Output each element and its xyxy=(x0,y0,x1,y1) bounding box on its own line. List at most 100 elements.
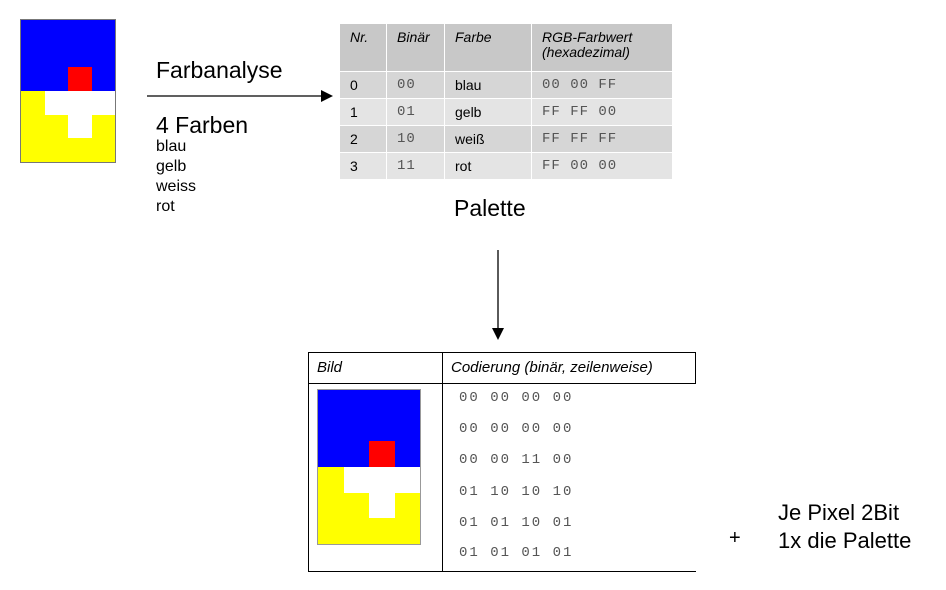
pixel-white xyxy=(91,90,115,115)
palette-caption: Palette xyxy=(454,195,526,221)
color-list: blau gelb weiss rot xyxy=(156,137,196,217)
table-left-border xyxy=(308,352,309,572)
palette-hex: FF FF FF xyxy=(531,125,673,153)
pixel-yellow xyxy=(21,114,45,139)
palette-binary: 01 xyxy=(386,98,445,126)
pixel-yellow xyxy=(343,492,369,519)
palette-nr: 1 xyxy=(339,98,387,126)
summary-line-1: Je Pixel 2Bit xyxy=(778,500,900,525)
encoded-pixel-image xyxy=(317,389,421,545)
pixel-blue xyxy=(21,20,45,44)
pixel-blue xyxy=(369,415,395,442)
pixel-blue xyxy=(44,43,68,68)
code-row: 00 00 11 00 xyxy=(459,452,574,468)
palette-nr: 3 xyxy=(339,152,387,180)
palette-color-name: blau xyxy=(444,71,532,99)
pixel-yellow xyxy=(91,138,115,162)
palette-header-binary: Binär xyxy=(386,23,445,72)
pixel-blue xyxy=(318,441,344,467)
arrow-right xyxy=(147,90,333,102)
pixel-yellow xyxy=(318,518,344,544)
table-top-border xyxy=(308,352,696,353)
palette-header-color: Farbe xyxy=(444,23,532,72)
color-list-item: blau xyxy=(156,138,187,155)
pixel-red xyxy=(369,441,395,467)
pixel-white xyxy=(44,90,68,115)
code-row: 00 00 00 00 xyxy=(459,421,574,437)
pixel-yellow xyxy=(44,114,68,139)
pixel-red xyxy=(68,67,92,91)
pixel-white xyxy=(394,466,420,493)
analysis-title: Farbanalyse xyxy=(156,57,283,83)
pixel-yellow xyxy=(21,90,45,115)
pixel-blue xyxy=(343,390,369,416)
palette-nr: 2 xyxy=(339,125,387,153)
palette-binary: 11 xyxy=(386,152,445,180)
table-column-divider xyxy=(442,352,443,572)
palette-header-nr: Nr. xyxy=(339,23,387,72)
header-image: Bild xyxy=(317,359,343,376)
plus-sign: + xyxy=(729,527,741,549)
pixel-yellow xyxy=(91,114,115,139)
pixel-blue xyxy=(343,415,369,442)
pixel-blue xyxy=(21,67,45,91)
color-list-item: weiss xyxy=(156,178,197,195)
pixel-yellow xyxy=(394,518,420,544)
pixel-blue xyxy=(44,20,68,44)
rgb-label: RGB-Farbwert xyxy=(542,29,633,45)
code-row: 01 01 01 01 xyxy=(459,545,574,561)
palette-color-name: gelb xyxy=(444,98,532,126)
source-pixel-image xyxy=(20,19,116,163)
code-row: 01 01 10 01 xyxy=(459,515,574,531)
table-right-border xyxy=(695,352,696,384)
pixel-blue xyxy=(318,390,344,416)
color-count: 4 Farben xyxy=(156,112,249,138)
summary-line-2: 1x die Palette xyxy=(778,528,912,553)
palette-row: 1 01 gelb FF FF 00 xyxy=(339,98,673,126)
pixel-white xyxy=(68,90,92,115)
pixel-yellow xyxy=(318,466,344,493)
pixel-blue xyxy=(21,43,45,68)
color-list-item: gelb xyxy=(156,158,187,175)
table-bottom-border xyxy=(308,571,696,572)
pixel-blue xyxy=(394,390,420,416)
code-row: 00 00 00 00 xyxy=(459,390,574,406)
pixel-blue xyxy=(91,67,115,91)
pixel-blue xyxy=(369,390,395,416)
palette-binary: 10 xyxy=(386,125,445,153)
palette-hex: FF FF 00 xyxy=(531,98,673,126)
palette-hex: 00 00 FF xyxy=(531,71,673,99)
pixel-blue xyxy=(91,20,115,44)
table-header-border xyxy=(308,383,696,384)
pixel-yellow xyxy=(44,138,68,162)
pixel-blue xyxy=(394,441,420,467)
palette-color-name: weiß xyxy=(444,125,532,153)
palette-table: Nr. Binär Farbe RGB-Farbwert (hexadezima… xyxy=(339,23,673,180)
pixel-blue xyxy=(394,415,420,442)
pixel-blue xyxy=(318,415,344,442)
palette-row: 3 11 rot FF 00 00 xyxy=(339,152,673,180)
pixel-white xyxy=(369,466,395,493)
palette-row: 2 10 weiß FF FF FF xyxy=(339,125,673,153)
header-code: Codierung (binär, zeilenweise) xyxy=(451,359,653,376)
pixel-blue xyxy=(91,43,115,68)
pixel-yellow xyxy=(343,518,369,544)
palette-nr: 0 xyxy=(339,71,387,99)
rgb-sublabel: (hexadezimal) xyxy=(542,44,630,60)
palette-hex: FF 00 00 xyxy=(531,152,673,180)
palette-header-rgb: RGB-Farbwert (hexadezimal) xyxy=(531,23,673,72)
palette-binary: 00 xyxy=(386,71,445,99)
pixel-yellow xyxy=(68,138,92,162)
pixel-yellow xyxy=(369,518,395,544)
palette-color-name: rot xyxy=(444,152,532,180)
code-row: 01 10 10 10 xyxy=(459,484,574,500)
color-list-item: rot xyxy=(156,198,175,215)
pixel-white xyxy=(68,114,92,139)
pixel-blue xyxy=(68,43,92,68)
pixel-blue xyxy=(44,67,68,91)
pixel-blue xyxy=(68,20,92,44)
pixel-yellow xyxy=(21,138,45,162)
palette-row: 0 00 blau 00 00 FF xyxy=(339,71,673,99)
encoding-table: Bild Codierung (binär, zeilenweise) 00 0… xyxy=(308,352,696,572)
pixel-white xyxy=(369,492,395,519)
